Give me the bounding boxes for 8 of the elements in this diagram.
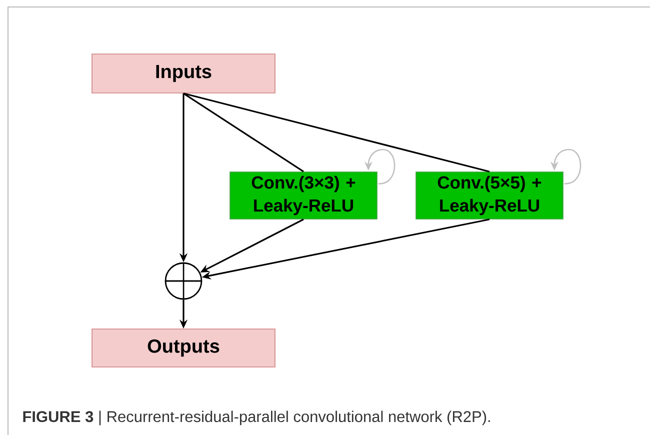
caption: FIGURE 3 | Recurrent-residual-parallel convolutional network (R2P).	[23, 410, 490, 426]
io-box: Inputs	[92, 54, 276, 94]
layer-box: Conv.(3×3) + Leaky-ReLU	[230, 172, 378, 220]
io-box: Outputs	[92, 328, 276, 368]
connector-line	[183, 92, 490, 172]
sum-symbol	[164, 262, 202, 300]
layer-box: Conv.(5×5) + Leaky-ReLU	[416, 172, 564, 220]
connector-line	[183, 92, 304, 172]
